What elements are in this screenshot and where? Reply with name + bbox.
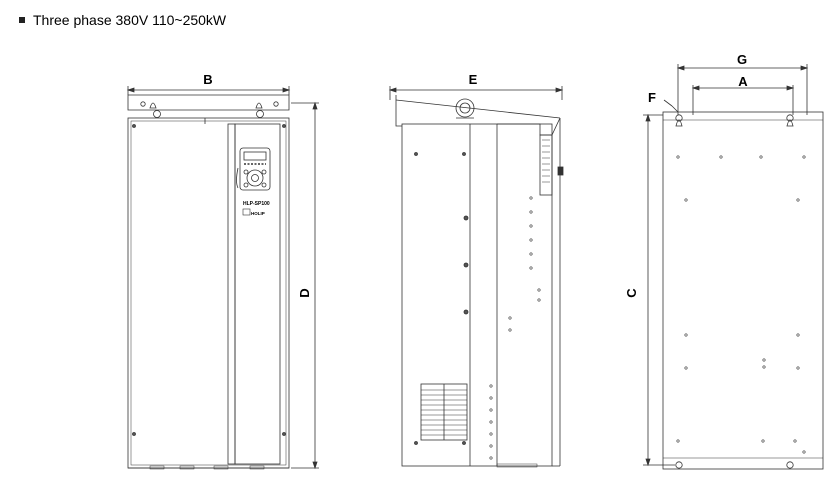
dim-a-line bbox=[691, 85, 795, 115]
heading-text: Three phase 380V 110~250kW bbox=[33, 12, 227, 28]
dim-g-line bbox=[676, 64, 809, 115]
front-view: B HLP-SP100 HOLIP bbox=[126, 72, 319, 470]
dim-b-label: B bbox=[203, 72, 212, 87]
model-label: HLP-SP100 bbox=[243, 201, 270, 207]
square-bullet-icon bbox=[19, 17, 25, 23]
dim-d-line bbox=[291, 101, 319, 470]
dim-c-label: C bbox=[624, 288, 639, 298]
dim-g-label: G bbox=[737, 52, 747, 67]
dim-c-line bbox=[643, 113, 675, 467]
page-heading: Three phase 380V 110~250kW bbox=[19, 11, 226, 29]
dim-f-line bbox=[663, 99, 679, 113]
dim-e-line bbox=[388, 86, 564, 100]
dim-a-label: A bbox=[738, 74, 748, 89]
mount-view: G A F bbox=[624, 52, 824, 470]
dim-e-label: E bbox=[469, 72, 478, 87]
brand-label: HOLIP bbox=[251, 211, 265, 216]
dim-d-label: D bbox=[297, 288, 312, 297]
dim-b-line bbox=[126, 86, 291, 95]
dim-f-label: F bbox=[648, 90, 656, 105]
side-view: E bbox=[388, 72, 564, 468]
